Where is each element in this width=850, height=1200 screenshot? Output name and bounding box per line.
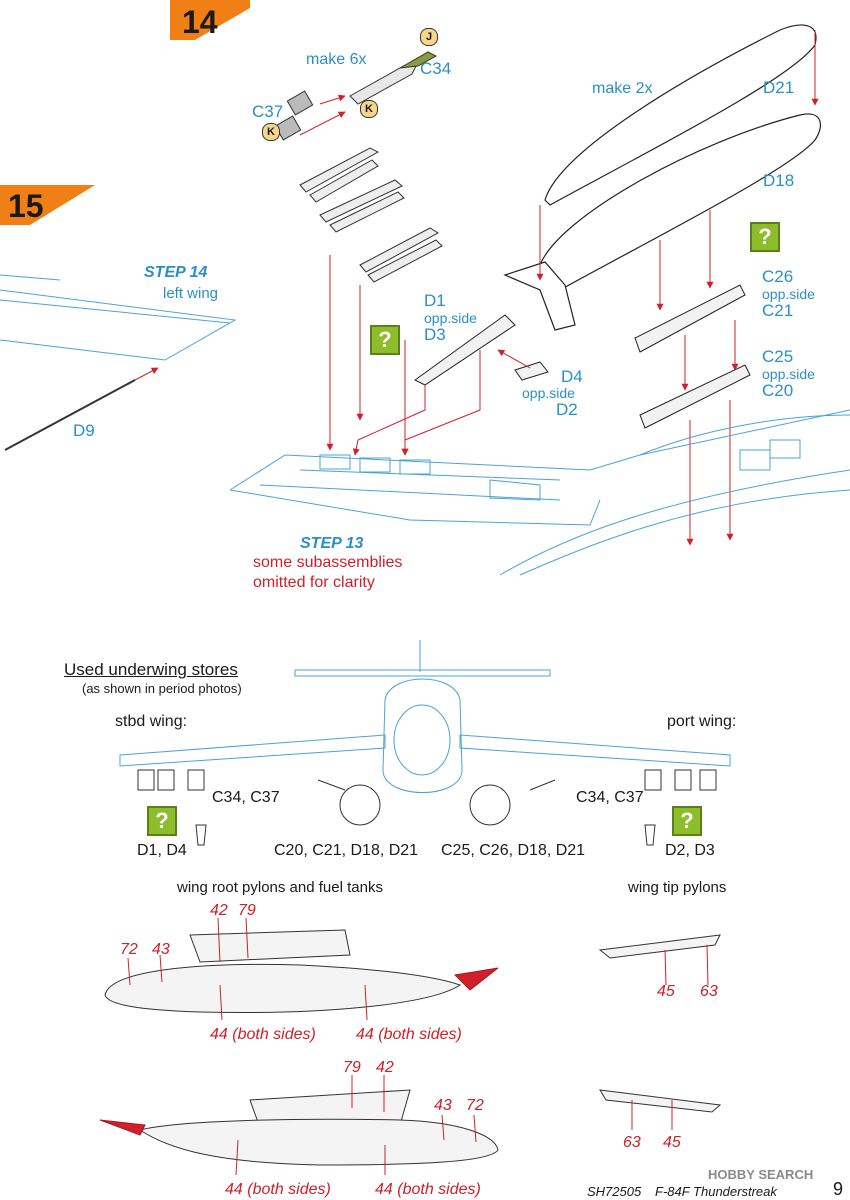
decal-44-lower-right: 44 (both sides) — [375, 1181, 481, 1198]
question-box-tank: ? — [750, 222, 780, 252]
rocket-launcher-drawings — [299, 147, 443, 283]
badge-k-2: K — [262, 123, 280, 141]
step-14-number: 14 — [182, 4, 218, 40]
port-tank-label: C25, C26, D18, D21 — [441, 842, 586, 859]
step-15-number: 15 — [8, 188, 44, 224]
c25-opp-side: opp.side — [762, 366, 815, 382]
fuel-tank-lower — [99, 1089, 499, 1166]
d4-opp-side: opp.side — [522, 385, 575, 401]
question-box-port: ? — [672, 806, 702, 836]
decal-45-tip-upper: 45 — [657, 983, 675, 1000]
decal-42-lower: 42 — [376, 1059, 394, 1076]
question-box-stbd: ? — [147, 806, 177, 836]
aircraft-front-view — [119, 640, 731, 826]
decal-44-upper-left: 44 (both sides) — [210, 1026, 316, 1043]
d9-label: D9 — [73, 421, 95, 440]
decal-42-upper: 42 — [210, 902, 228, 919]
decal-43-lower: 43 — [434, 1097, 452, 1114]
d1-opp-side: opp.side — [424, 310, 477, 326]
decal-44-lower-left: 44 (both sides) — [225, 1181, 331, 1198]
step13-note-line2: omitted for clarity — [253, 574, 375, 591]
pylon-drawings — [414, 284, 751, 429]
decal-79-upper: 79 — [238, 902, 256, 919]
c37-label: C37 — [252, 102, 284, 121]
watermark: HOBBY SEARCH — [708, 1167, 814, 1182]
c20-label: C20 — [762, 381, 794, 400]
c21-label: C21 — [762, 301, 794, 320]
decal-63-tip-upper: 63 — [700, 983, 718, 1000]
d21-label: D21 — [763, 78, 795, 97]
c25-label: C25 — [762, 347, 794, 366]
left-wing-drawing — [0, 274, 237, 361]
drop-tank-drawing — [503, 24, 822, 331]
footer-code: SH72505 — [587, 1184, 642, 1199]
decal-leaders — [127, 917, 709, 1176]
pylon-arrows — [326, 255, 531, 456]
decal-45-tip-lower: 45 — [663, 1134, 681, 1151]
stbd-tank-label: C20, C21, D18, D21 — [274, 842, 419, 859]
stbd-wing-label: stbd wing: — [115, 713, 188, 730]
decal-72-lower: 72 — [466, 1097, 484, 1114]
wing-root-title: wing root pylons and fuel tanks — [177, 879, 383, 896]
fuel-tank-upper — [104, 929, 499, 1014]
stores-title: Used underwing stores — [64, 660, 238, 679]
front-view-stores — [137, 769, 717, 846]
port-rockets-label: C34, C37 — [576, 789, 644, 806]
decal-63-tip-lower: 63 — [623, 1134, 641, 1151]
wing-outline — [229, 409, 850, 576]
wingtip-pylon-upper — [598, 934, 721, 959]
page-number: 9 — [833, 1179, 844, 1199]
wingtip-pylon-lower — [599, 1089, 722, 1113]
question-box-pylon: ? — [370, 325, 400, 355]
badge-k-1: K — [360, 100, 378, 118]
step14-ref-sub: left wing — [163, 285, 219, 302]
d4-label: D4 — [561, 367, 583, 386]
step14-ref-title: STEP 14 — [144, 264, 208, 281]
c26-label: C26 — [762, 267, 794, 286]
port-wing-label: port wing: — [667, 713, 737, 730]
decal-44-upper-right: 44 (both sides) — [356, 1026, 462, 1043]
d18-label: D18 — [763, 171, 795, 190]
port-pylon-label: D2, D3 — [665, 842, 715, 859]
tank-arrows — [536, 30, 819, 546]
step15-banner — [0, 185, 95, 225]
step13-note-line1: some subassemblies — [253, 554, 403, 571]
stbd-pylon-label: D1, D4 — [137, 842, 187, 859]
decal-43-upper: 43 — [152, 941, 170, 958]
decal-72-upper: 72 — [120, 941, 138, 958]
step13-ref-title: STEP 13 — [300, 535, 364, 552]
make-6x-label: make 6x — [306, 51, 367, 68]
badge-j: J — [420, 28, 438, 46]
d9-part — [4, 379, 136, 451]
wing-tip-title: wing tip pylons — [628, 879, 727, 896]
d1-label: D1 — [424, 291, 446, 310]
footer-model: F-84F Thunderstreak — [655, 1184, 777, 1199]
d2-label: D2 — [556, 400, 578, 419]
d3-label: D3 — [424, 325, 446, 344]
stores-subtitle: (as shown in period photos) — [82, 681, 242, 696]
step14-banner — [170, 0, 250, 40]
stbd-rockets-label: C34, C37 — [212, 789, 280, 806]
c26-opp-side: opp.side — [762, 286, 815, 302]
make-2x-label: make 2x — [592, 80, 653, 97]
c34-label: C34 — [420, 59, 452, 78]
decal-79-lower: 79 — [343, 1059, 361, 1076]
